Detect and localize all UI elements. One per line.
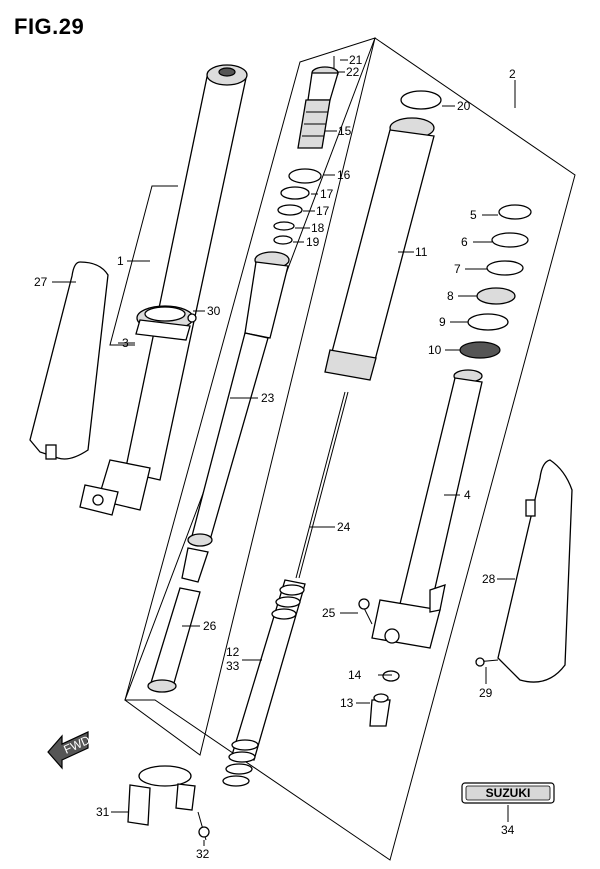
- o-ring-20: [400, 90, 442, 110]
- label-2: 2: [509, 67, 516, 81]
- assembly-frame-main: [124, 37, 576, 861]
- bolt-32: [197, 811, 210, 841]
- label-14: 14: [348, 668, 362, 682]
- label-20: 20: [457, 99, 471, 113]
- part-labels: 1 2 3 4 5 6 7 8 9 10 11 12 13 14 15 16 1…: [34, 53, 516, 861]
- label-7: 7: [454, 262, 461, 276]
- label-17a: 17: [320, 187, 334, 201]
- fork-spring-lower: [222, 739, 259, 787]
- lower-sleeve-26: [147, 587, 201, 693]
- label-3: 3: [122, 336, 129, 350]
- label-32: 32: [196, 847, 210, 861]
- label-33: 33: [226, 659, 240, 673]
- label-5: 5: [470, 208, 477, 222]
- figure-title: FIG.29: [14, 14, 85, 39]
- label-22: 22: [346, 65, 360, 79]
- suzuki-emblem: SUZUKI: [461, 782, 555, 804]
- outer-lower-tube: [371, 369, 483, 649]
- washer-14: [382, 670, 400, 682]
- clamp-part-30: [135, 305, 197, 341]
- inner-tube: [324, 117, 435, 381]
- label-19: 19: [306, 235, 320, 249]
- label-6: 6: [461, 235, 468, 249]
- label-16: 16: [337, 168, 351, 182]
- label-30: 30: [207, 304, 221, 318]
- label-29: 29: [479, 686, 493, 700]
- label-26: 26: [203, 619, 217, 633]
- label-1: 1: [117, 254, 124, 268]
- clamp-31: [127, 765, 196, 826]
- label-9: 9: [439, 315, 446, 329]
- label-15: 15: [338, 124, 352, 138]
- left-outer-tube: [79, 64, 248, 516]
- fork-guard-right: [497, 459, 573, 683]
- seal-stack: [459, 204, 532, 359]
- label-10: 10: [428, 343, 442, 357]
- bolt-25: [358, 598, 373, 625]
- fork-cap-assembly: [273, 56, 339, 245]
- fork-spring-upper: [231, 579, 306, 761]
- label-4: 4: [464, 488, 471, 502]
- fork-rod: [295, 391, 346, 579]
- label-23: 23: [261, 391, 275, 405]
- label-28: 28: [482, 572, 496, 586]
- label-27: 27: [34, 275, 48, 289]
- label-24: 24: [337, 520, 351, 534]
- bolt-29: [475, 657, 499, 667]
- label-31: 31: [96, 805, 110, 819]
- label-8: 8: [447, 289, 454, 303]
- bracket-part-1: [109, 185, 178, 346]
- label-13: 13: [340, 696, 354, 710]
- drain-bolt-13: [369, 693, 391, 727]
- label-25: 25: [322, 606, 336, 620]
- label-12: 12: [226, 645, 240, 659]
- label-34: 34: [501, 823, 515, 837]
- fwd-arrow-icon: FWD: [47, 731, 92, 770]
- label-11: 11: [415, 245, 428, 259]
- leader-lines: [52, 59, 516, 846]
- label-21: 21: [349, 53, 363, 67]
- label-18: 18: [311, 221, 325, 235]
- fork-guard-left: [29, 261, 109, 460]
- suzuki-emblem-text: SUZUKI: [486, 786, 531, 800]
- damper-cartridge: [181, 251, 290, 583]
- label-17b: 17: [316, 204, 330, 218]
- assembly-frame-left: [124, 37, 376, 756]
